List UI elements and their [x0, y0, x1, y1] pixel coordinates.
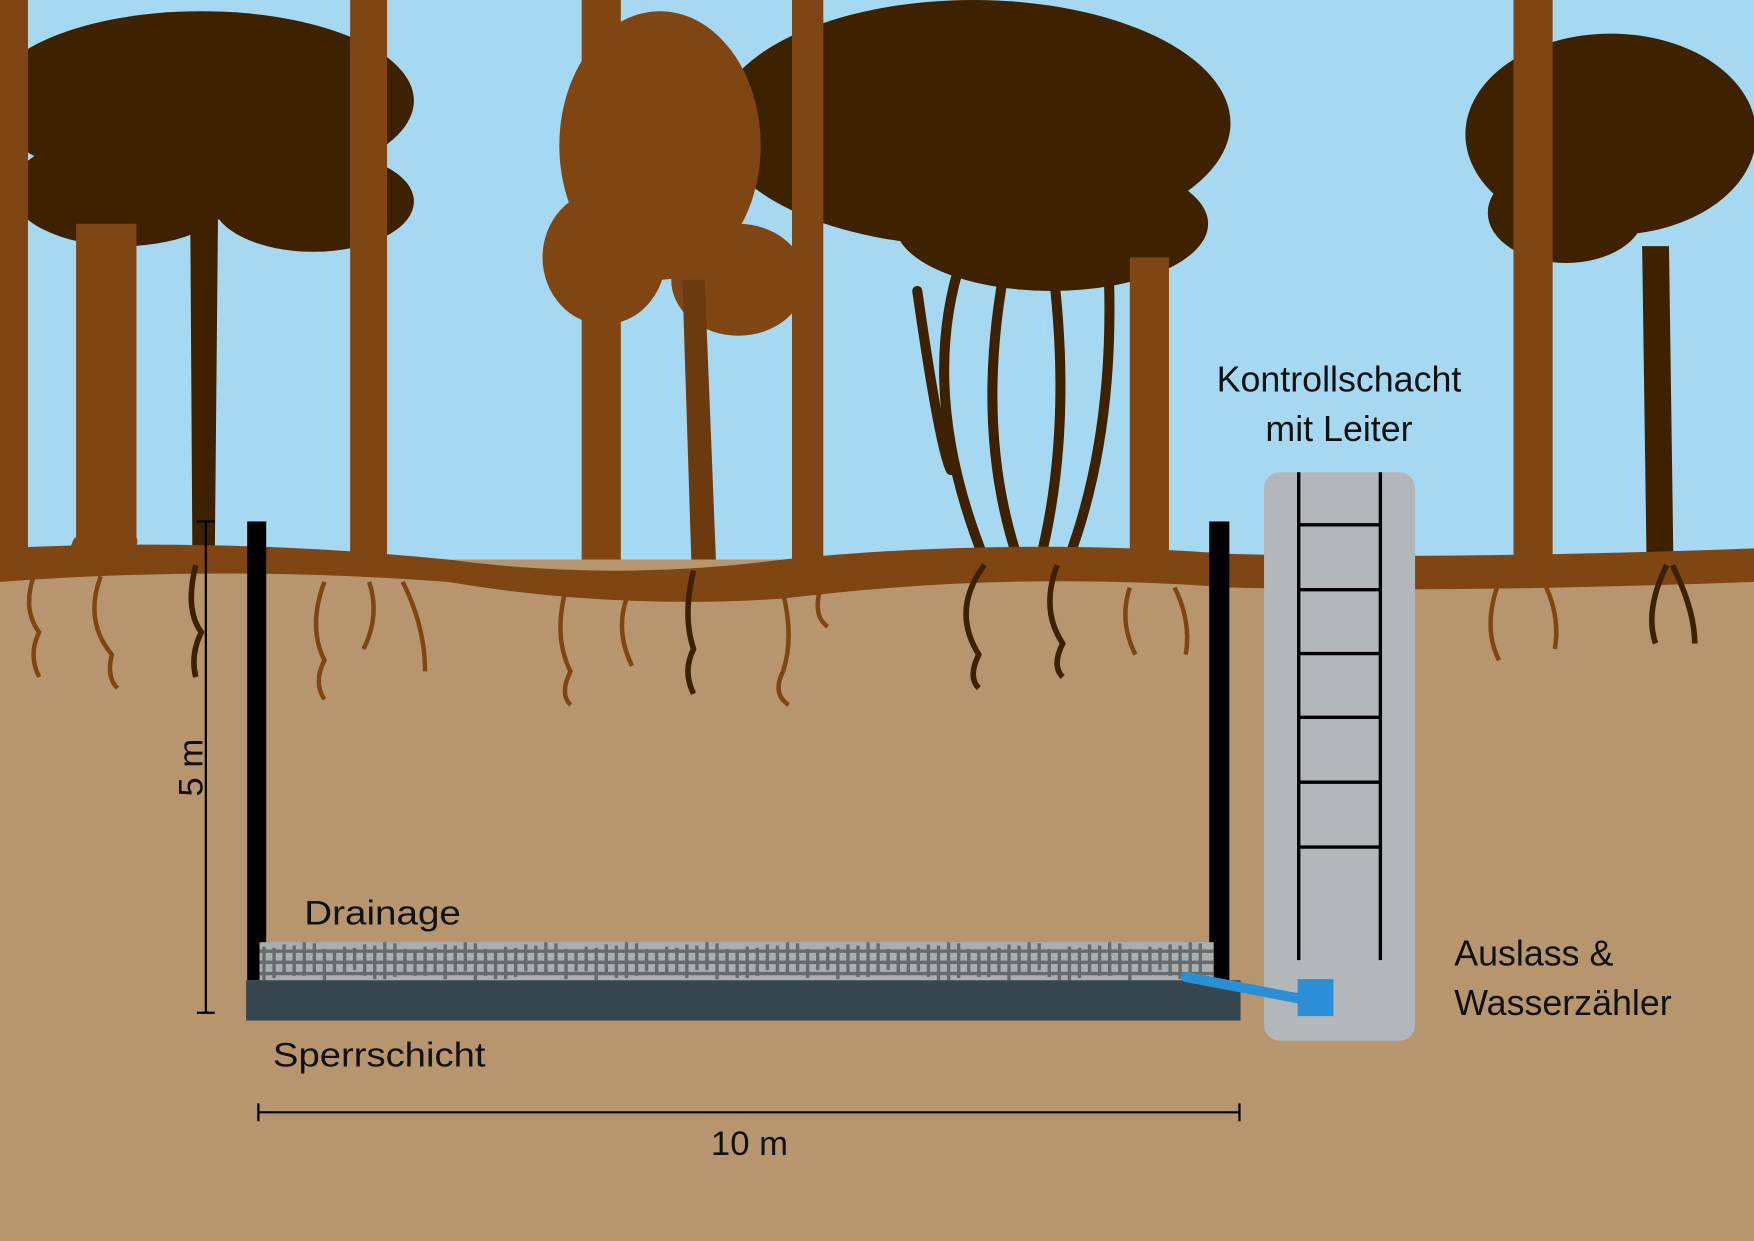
tree-roots [26, 575, 1559, 707]
outlet-label-line2: Wasserzähler [1454, 983, 1672, 1023]
soil [0, 559, 1754, 1241]
drainage-layer [259, 942, 1214, 981]
control-shaft [1264, 472, 1416, 1041]
width-dimension [257, 1103, 1241, 1122]
tree-trunks [0, 0, 1674, 566]
water-meter [1297, 979, 1334, 1017]
depth-label: 5 m [172, 739, 210, 797]
outlet-label-line1: Auslass & [1454, 934, 1613, 974]
width-label: 10 m [711, 1125, 788, 1163]
shaft-label-line1: Kontrollschacht [1217, 360, 1462, 400]
shaft-label-line2: mit Leiter [1265, 409, 1412, 449]
drainage-label: Drainage [304, 894, 461, 932]
depth-dimension [196, 520, 215, 1014]
ladder [1297, 472, 1383, 961]
outlet-pipe [1180, 971, 1309, 1005]
right-barrier-wall [1209, 521, 1230, 981]
barrier-label: Sperrschicht [273, 1036, 486, 1074]
dark-roots [188, 563, 1698, 696]
left-barrier-wall [247, 521, 267, 981]
barrier-layer [246, 980, 1241, 1021]
